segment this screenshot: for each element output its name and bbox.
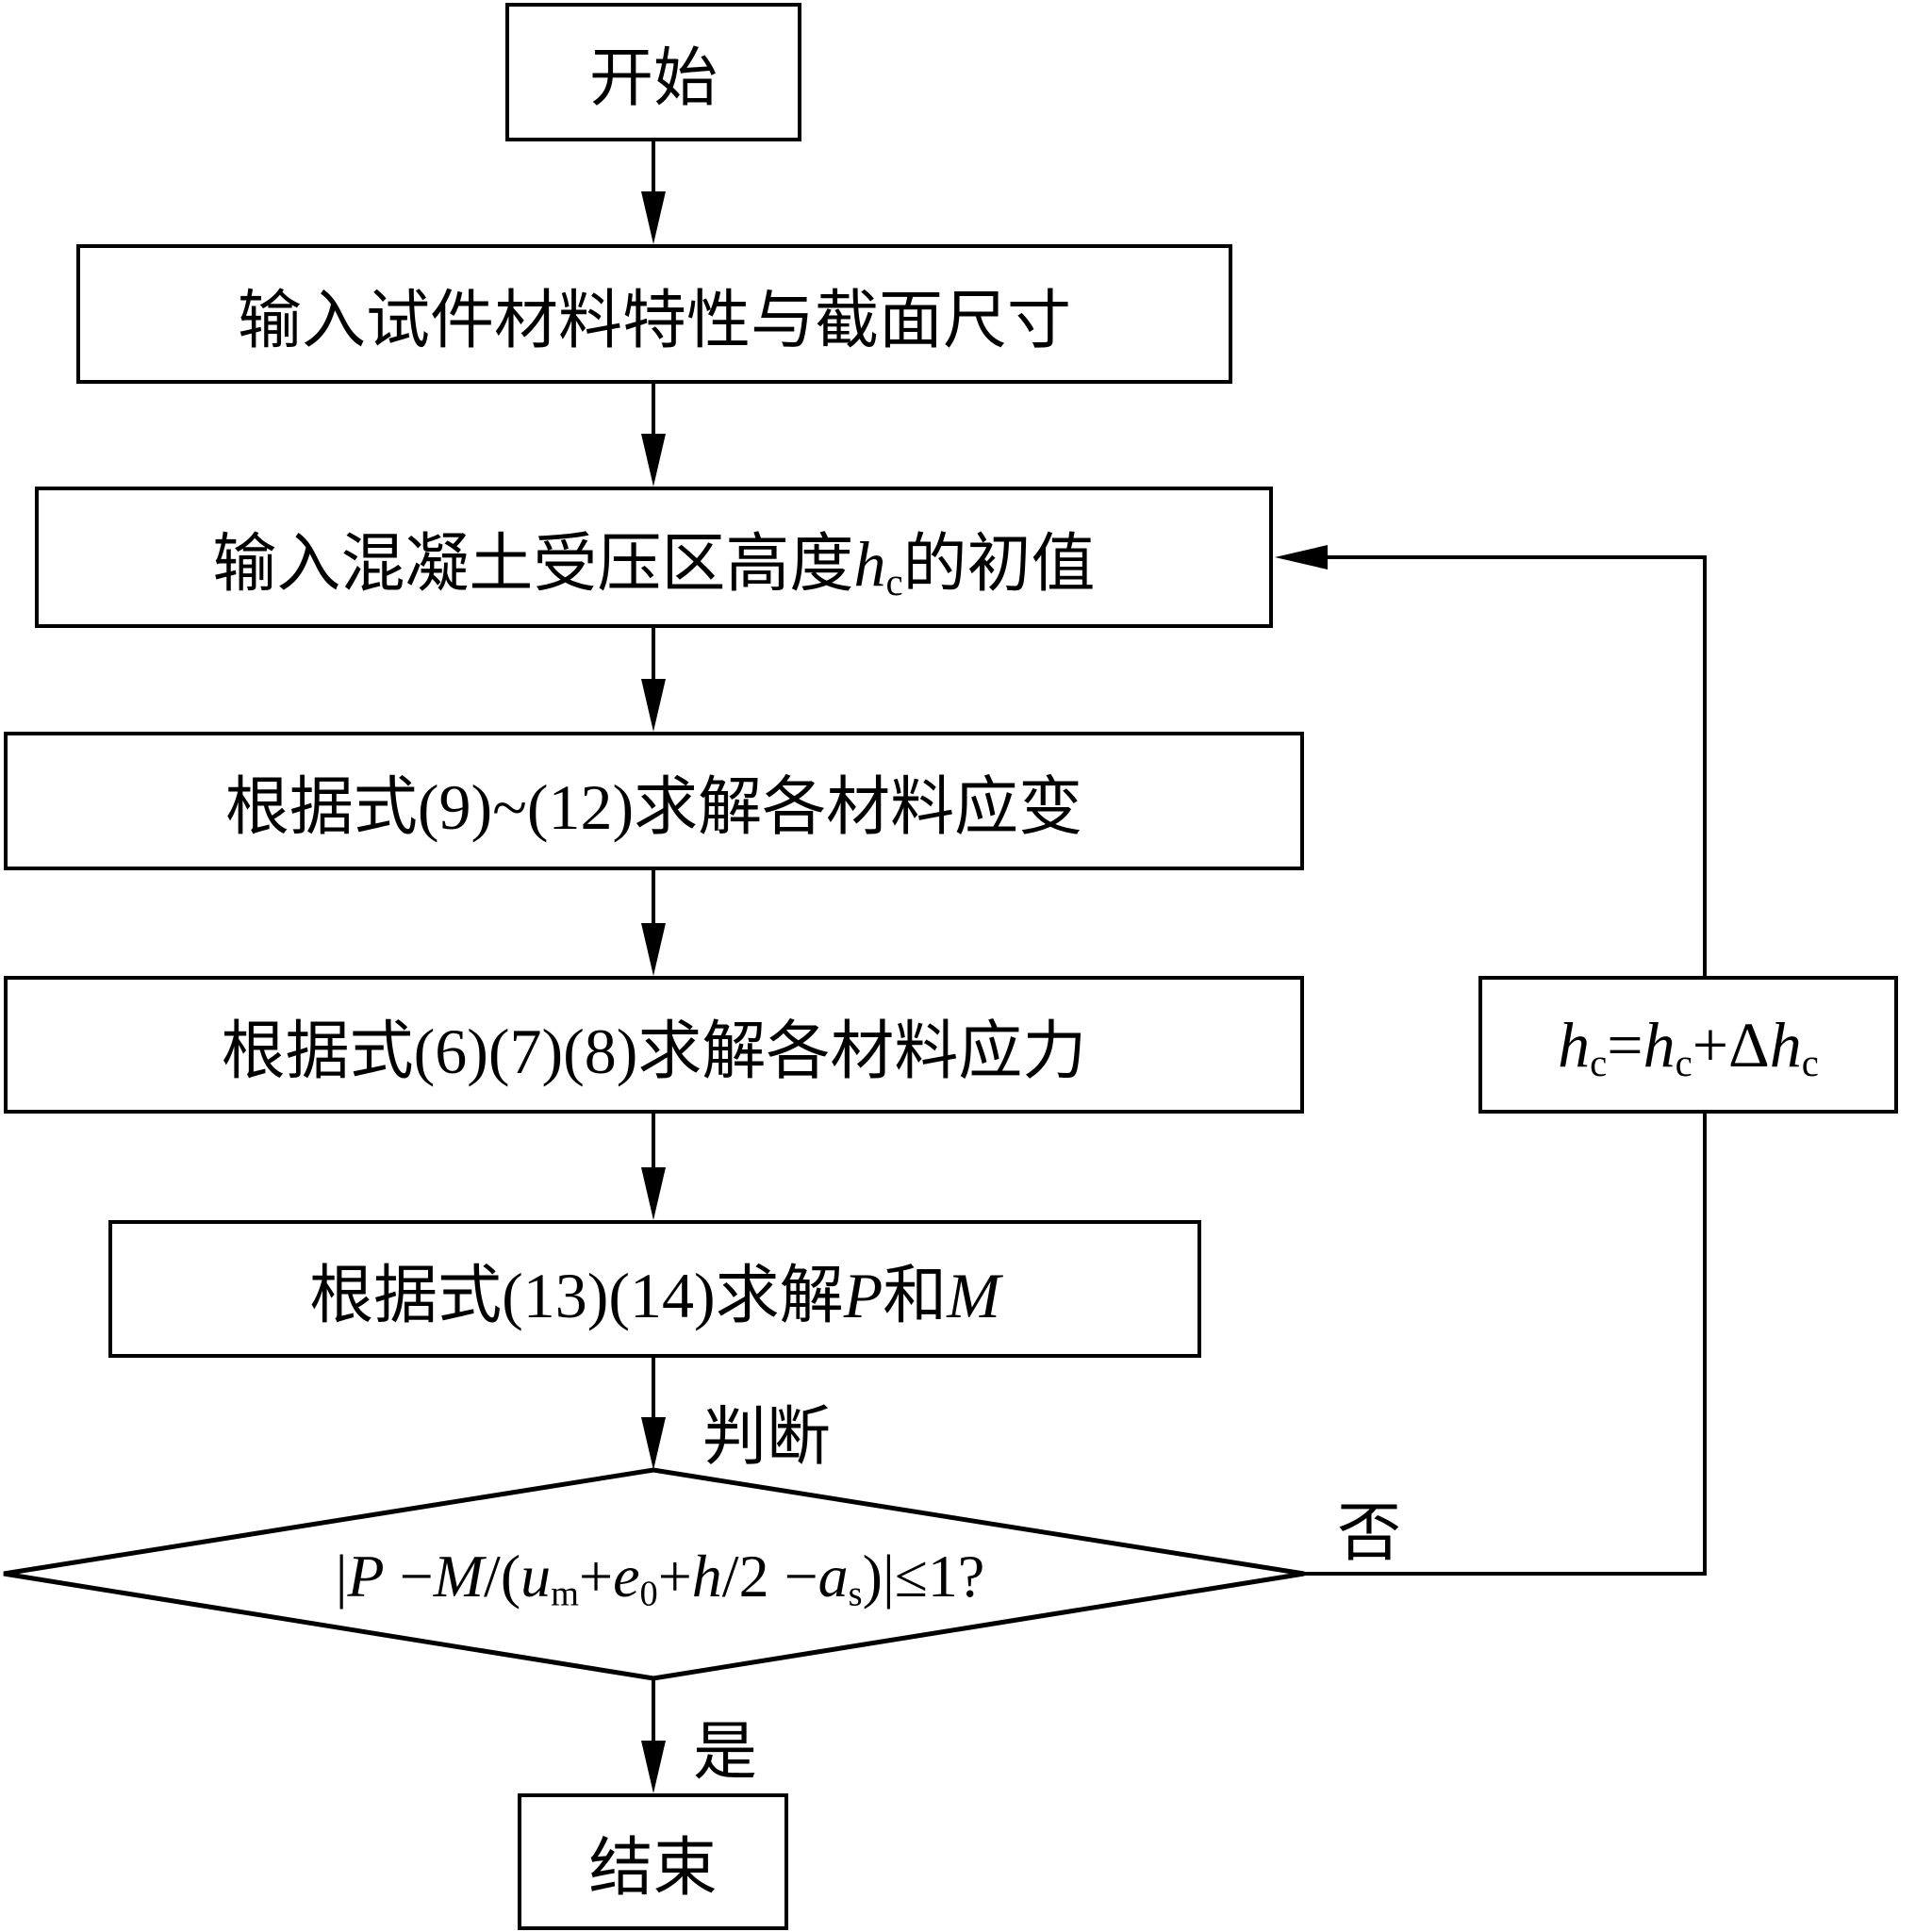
no-branch-line xyxy=(1304,1112,1707,1576)
step-solve-p-m-label: 根据式(13)(14)求解P和M xyxy=(309,1259,1000,1331)
step-solve-strain: 根据式(9)~(12)求解各材料应变 xyxy=(4,732,1304,870)
arrowhead-5 xyxy=(641,1167,666,1220)
step-solve-strain-label: 根据式(9)~(12)求解各材料应变 xyxy=(224,771,1083,843)
step-initial-hc-label: 输入混凝土受压区高度hc的初值 xyxy=(212,527,1096,603)
step-initial-hc: 输入混凝土受压区高度hc的初值 xyxy=(35,487,1273,628)
step-solve-stress-label: 根据式(6)(7)(8)求解各材料应力 xyxy=(221,1015,1087,1087)
step-input-material: 输入试件材料特性与截面尺寸 xyxy=(76,244,1232,384)
step-solve-stress: 根据式(6)(7)(8)求解各材料应力 xyxy=(4,976,1304,1114)
arrowhead-6 xyxy=(641,1417,666,1470)
decision-diamond xyxy=(3,1467,1305,1681)
step-input-material-label: 输入试件材料特性与截面尺寸 xyxy=(237,284,1071,356)
arrowhead-2 xyxy=(641,434,666,487)
arrowhead-3 xyxy=(641,679,666,732)
no-label: 否 xyxy=(1337,1497,1402,1569)
update-hc-label: hc=hc+Δhc xyxy=(1558,1008,1819,1084)
arrowhead-1 xyxy=(641,191,666,244)
arrowhead-7 xyxy=(641,1741,666,1793)
arrowhead-4 xyxy=(641,923,666,976)
start-label: 开始 xyxy=(588,42,718,114)
yes-label: 是 xyxy=(693,1716,758,1788)
start-node: 开始 xyxy=(505,3,801,141)
update-hc-node: hc=hc+Δhc xyxy=(1478,976,1898,1114)
end-label: 结束 xyxy=(588,1832,718,1904)
step-solve-p-m: 根据式(13)(14)求解P和M xyxy=(108,1220,1201,1358)
loop-back-line xyxy=(1313,555,1707,976)
decision-condition: |P −M/(um+e0+h/2 −as)|≤1? xyxy=(335,1543,985,1614)
arrowhead-loop xyxy=(1275,545,1328,570)
judge-label: 判断 xyxy=(702,1401,832,1473)
end-node: 结束 xyxy=(518,1793,788,1930)
